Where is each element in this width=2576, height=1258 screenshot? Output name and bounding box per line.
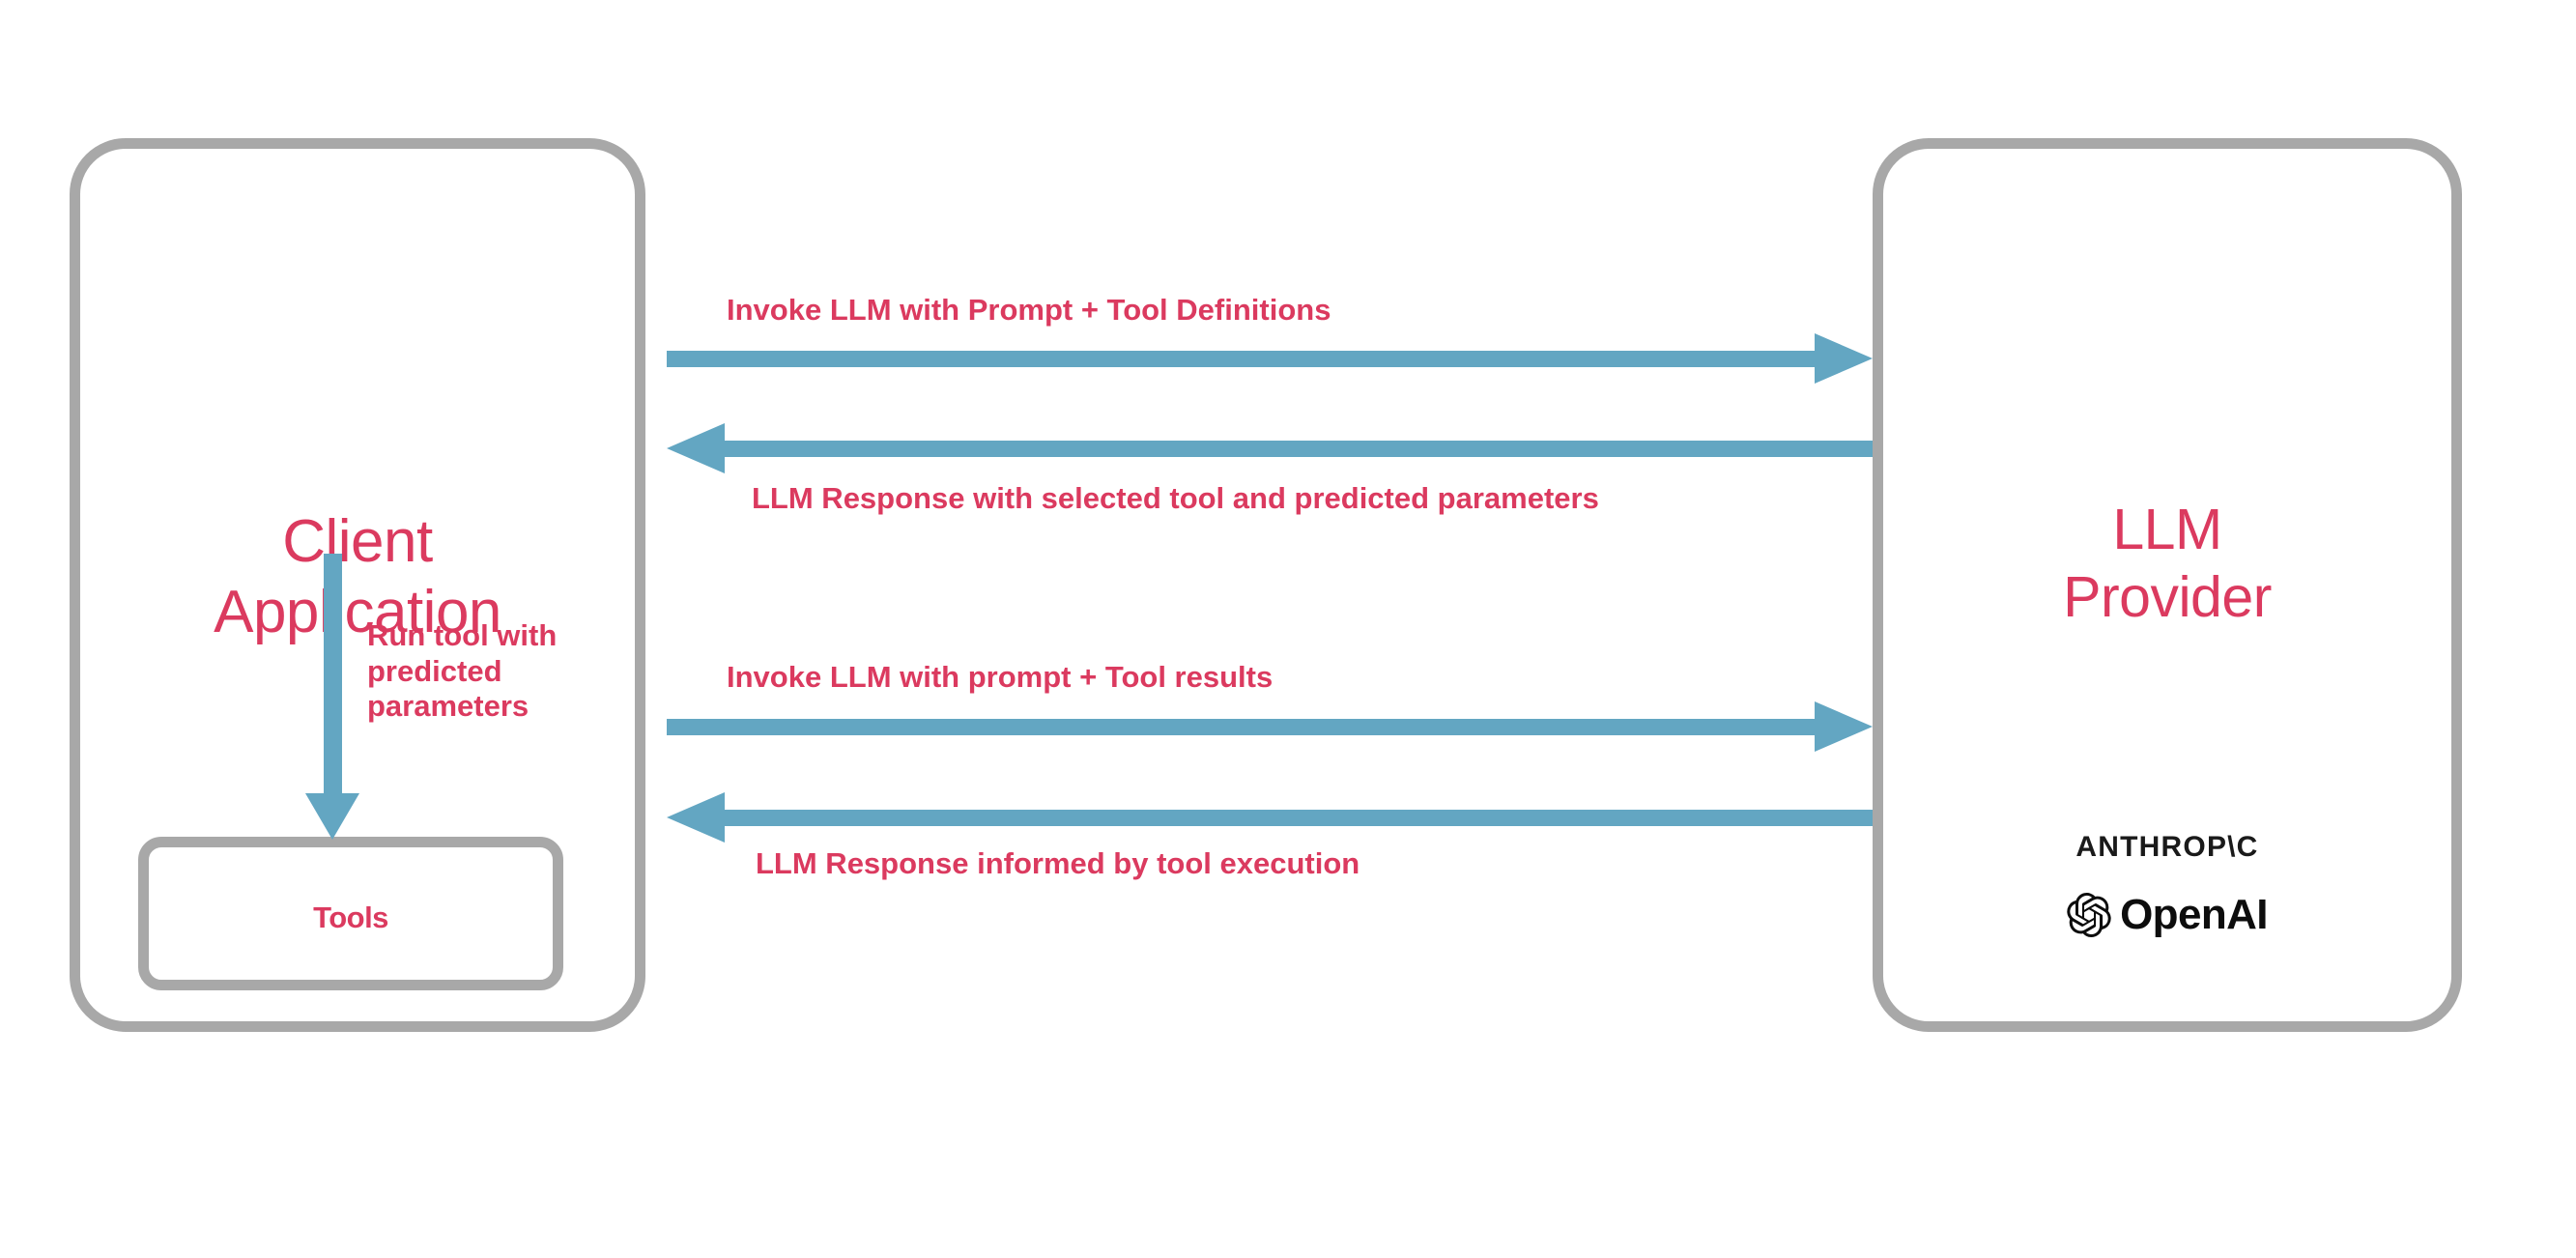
arrow-head-down-icon: [305, 793, 359, 840]
flow-label-llm-response-informed-by-tool-execution: LLM Response informed by tool execution: [756, 846, 1360, 880]
arrow-head-right-icon: [1815, 701, 1873, 752]
tools-label: Tools: [313, 901, 388, 934]
provider-logo-group: ANTHROP\C OpenAI: [1873, 831, 2462, 939]
openai-logo-icon: [2067, 893, 2111, 937]
openai-logo-group: OpenAI: [2067, 891, 2269, 939]
arrow-head-left-icon: [667, 423, 725, 473]
arrow-shaft: [324, 554, 342, 793]
arrow-shaft: [667, 719, 1815, 735]
flow-label-invoke-llm-with-prompt-and-tool-definitions: Invoke LLM with Prompt + Tool Definition…: [727, 293, 1331, 327]
arrow-head-left-icon: [667, 792, 725, 843]
arrow-shaft: [667, 351, 1815, 367]
client-application-label: Client Application: [214, 508, 501, 646]
llm-provider-node: LLM Provider: [1873, 138, 2462, 1032]
flow-label-llm-response-with-selected-tool: LLM Response with selected tool and pred…: [752, 481, 1599, 515]
openai-wordmark-label: OpenAI: [2120, 891, 2268, 938]
llm-provider-label: LLM Provider: [2063, 498, 2272, 629]
flow-label-invoke-llm-with-prompt-and-tool-results: Invoke LLM with prompt + Tool results: [727, 660, 1274, 694]
arrow-shaft: [725, 810, 1873, 826]
arrow-head-right-icon: [1815, 333, 1873, 384]
flow-label-run-tool-with-predicted-parameters: Run tool with predicted parameters: [367, 618, 558, 724]
arrow-shaft: [725, 441, 1873, 457]
tools-node: Tools: [138, 837, 563, 990]
anthropic-logo-icon: ANTHROP\C: [2075, 831, 2259, 863]
